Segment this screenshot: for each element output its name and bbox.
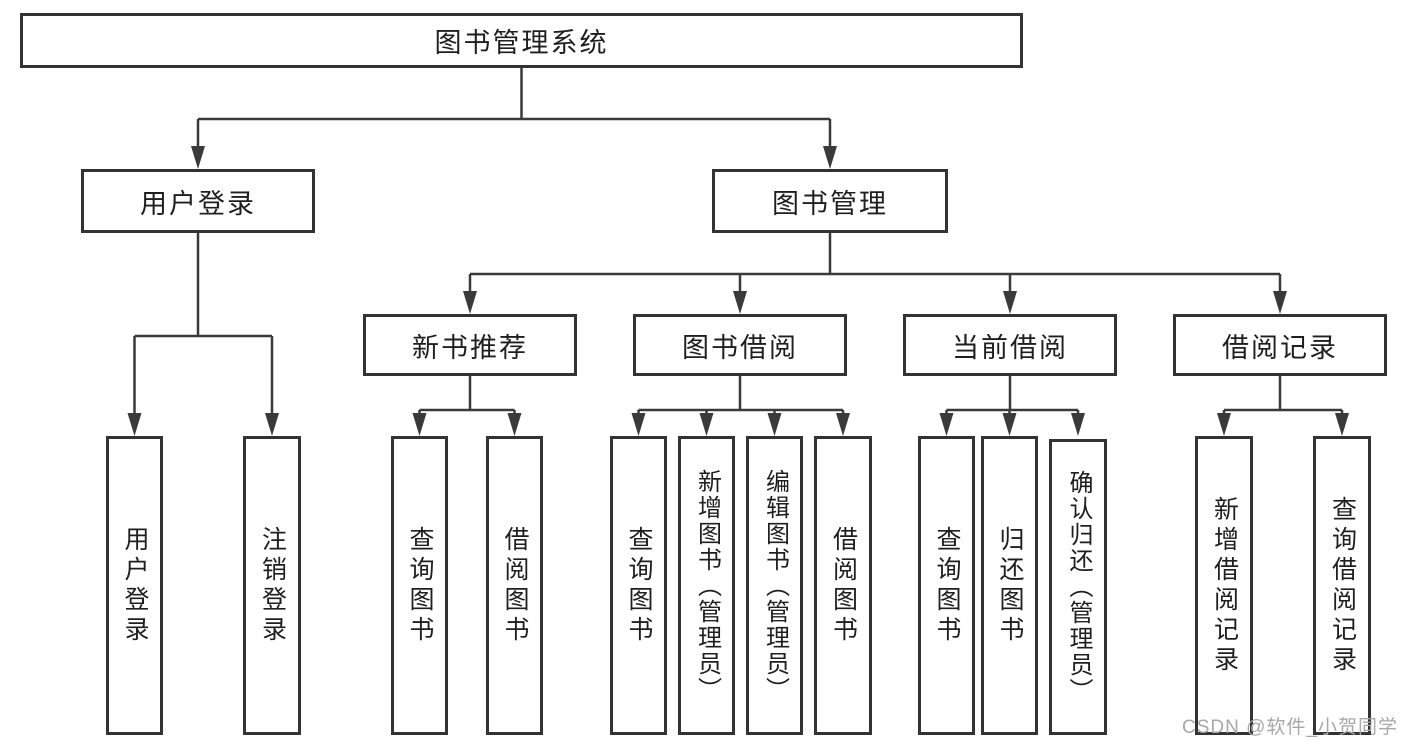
- leaf-borrow-add-books-admin-label: 新增图书（管理员）: [693, 468, 721, 703]
- node-borrow-records: 借阅记录: [1173, 314, 1387, 376]
- arrow-down-icon: [836, 413, 850, 436]
- arrow-down-icon: [1002, 413, 1017, 436]
- node-book-borrow-label: 图书借阅: [682, 332, 798, 363]
- leaf-borrow-query-books-label: 查询图书: [625, 525, 653, 646]
- arrow-down-icon: [412, 413, 427, 436]
- node-new-book-recommend-label: 新书推荐: [412, 332, 528, 363]
- leaf-current-confirm-return-admin: 确认归还（管理员）: [1049, 439, 1107, 735]
- leaf-records-query-record: 查询借阅记录: [1313, 436, 1371, 735]
- leaf-current-confirm-return-admin-label: 确认归还（管理员）: [1065, 470, 1092, 704]
- node-library-system: 图书管理系统: [20, 13, 1023, 68]
- leaf-borrow-edit-books-admin: 编辑图书（管理员）: [746, 436, 803, 735]
- connector-book-management-children: [463, 233, 1287, 314]
- leaf-borrow-query-books: 查询图书: [610, 436, 667, 735]
- arrow-down-icon: [1335, 413, 1349, 436]
- arrow-down-icon: [265, 413, 279, 436]
- connector-book-borrow-children: [631, 376, 850, 436]
- arrow-down-icon: [507, 413, 522, 436]
- csdn-watermark: CSDN @软件_小贺同学: [1182, 717, 1398, 738]
- arrow-down-icon: [823, 146, 837, 169]
- arrow-down-icon: [767, 413, 782, 436]
- leaf-recommend-borrow-books: 借阅图书: [486, 436, 543, 735]
- leaf-borrow-borrow-books: 借阅图书: [814, 436, 872, 735]
- leaf-borrow-borrow-books-label: 借阅图书: [829, 525, 858, 646]
- arrow-down-icon: [631, 413, 646, 436]
- node-user-login-label: 用户登录: [140, 188, 256, 219]
- arrow-down-icon: [463, 291, 477, 314]
- leaf-current-query-books-label: 查询图书: [933, 525, 961, 646]
- connector-borrow-records-children: [1217, 376, 1349, 436]
- leaf-borrow-add-books-admin: 新增图书（管理员）: [678, 436, 735, 735]
- connector-user-login-children: [127, 233, 279, 436]
- leaf-records-query-record-label: 查询借阅记录: [1328, 495, 1357, 676]
- leaf-logout-login-label: 注销登录: [258, 525, 287, 646]
- arrow-down-icon: [1003, 291, 1017, 314]
- arrow-down-icon: [1217, 413, 1231, 436]
- leaf-current-return-books-label: 归还图书: [996, 525, 1024, 646]
- connector-current-borrow-children: [939, 376, 1085, 436]
- arrow-down-icon: [1273, 291, 1287, 314]
- leaf-current-return-books: 归还图书: [981, 436, 1038, 735]
- node-book-borrow: 图书借阅: [633, 314, 847, 376]
- leaf-recommend-query-books-label: 查询图书: [406, 525, 434, 646]
- connector-new-book-recommend-children: [412, 376, 522, 436]
- node-current-borrow: 当前借阅: [903, 314, 1117, 376]
- arrow-down-icon: [191, 146, 205, 169]
- connector-root-to-level2: [191, 68, 837, 169]
- leaf-borrow-edit-books-admin-label: 编辑图书（管理员）: [761, 468, 789, 703]
- leaf-current-query-books: 查询图书: [918, 436, 975, 735]
- arrow-down-icon: [939, 413, 954, 436]
- node-book-management: 图书管理: [712, 169, 948, 233]
- leaf-recommend-query-books: 查询图书: [391, 436, 448, 735]
- leaf-recommend-borrow-books-label: 借阅图书: [501, 525, 529, 646]
- leaf-logout-login: 注销登录: [243, 436, 301, 735]
- node-borrow-records-label: 借阅记录: [1222, 332, 1338, 363]
- node-current-borrow-label: 当前借阅: [952, 332, 1068, 363]
- node-book-management-label: 图书管理: [772, 188, 888, 219]
- node-user-login: 用户登录: [81, 169, 315, 233]
- arrow-down-icon: [699, 413, 714, 436]
- node-new-book-recommend: 新书推荐: [363, 314, 577, 376]
- leaf-user-login-label: 用户登录: [121, 525, 149, 646]
- arrow-down-icon: [733, 291, 747, 314]
- arrow-down-icon: [127, 413, 142, 436]
- arrow-down-icon: [1071, 413, 1085, 436]
- leaf-records-add-record: 新增借阅记录: [1195, 436, 1253, 735]
- leaf-user-login: 用户登录: [106, 436, 163, 735]
- leaf-records-add-record-label: 新增借阅记录: [1210, 495, 1239, 676]
- node-library-system-label: 图书管理系统: [434, 28, 609, 58]
